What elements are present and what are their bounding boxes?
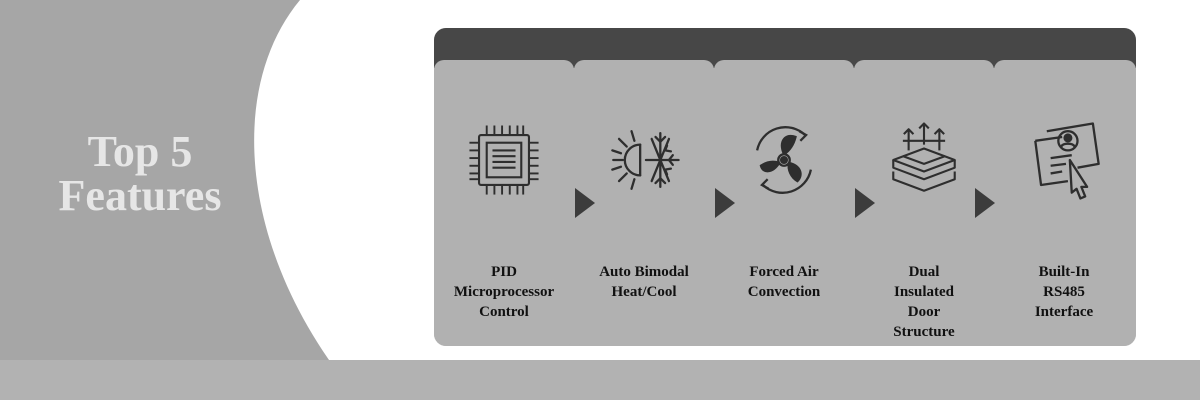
microprocessor-chip-icon [454,110,554,210]
bottom-band [0,360,1200,400]
feature-2-line-2: Heat/Cool [611,284,677,300]
headline-line-2: Features [58,171,222,220]
feature-1-line-1: PID [491,264,517,280]
arrow-icon [715,188,735,218]
feature-card-3: Forced Air Convection [714,60,854,346]
feature-4-line-3: Door [907,304,941,320]
feature-5-line-1: Built-In [1038,264,1090,280]
headline-line-1: Top 5 [87,127,193,176]
feature-4-line-1: Dual [908,264,940,280]
feature-label-2: Auto Bimodal Heat/Cool [574,262,714,302]
feature-4-line-2: Insulated [893,284,955,300]
feature-card-4: Dual Insulated Door Structure [854,60,994,346]
feature-2-line-1: Auto Bimodal [599,264,689,280]
feature-1-line-3: Control [479,304,529,320]
feature-1-line-2: Microprocessor [453,284,555,300]
insulated-layers-icon [874,110,974,210]
feature-5-line-2: RS485 [1043,284,1085,300]
feature-label-3: Forced Air Convection [714,262,854,302]
arrow-icon [975,188,995,218]
feature-card-1: PID Microprocessor Control [434,60,574,346]
fan-rotation-icon [734,110,834,210]
feature-board: PID Microprocessor Control [434,28,1136,346]
feature-3-line-2: Convection [747,284,821,300]
feature-card-2: Auto Bimodal Heat/Cool [574,60,714,346]
feature-4-line-4: Structure [893,324,955,340]
arrow-icon [575,188,595,218]
headline: Top 5 Features [20,130,260,218]
feature-label-1: PID Microprocessor Control [434,262,574,322]
feature-label-5: Built-In RS485 Interface [994,262,1134,322]
feature-card-5: Built-In RS485 Interface [994,60,1136,346]
feature-3-line-1: Forced Air [749,264,819,280]
feature-label-4: Dual Insulated Door Structure [854,262,994,342]
sun-snowflake-icon [594,110,694,210]
feature-5-line-3: Interface [1034,304,1094,320]
rs485-interface-icon [1016,110,1116,210]
arrow-icon [855,188,875,218]
